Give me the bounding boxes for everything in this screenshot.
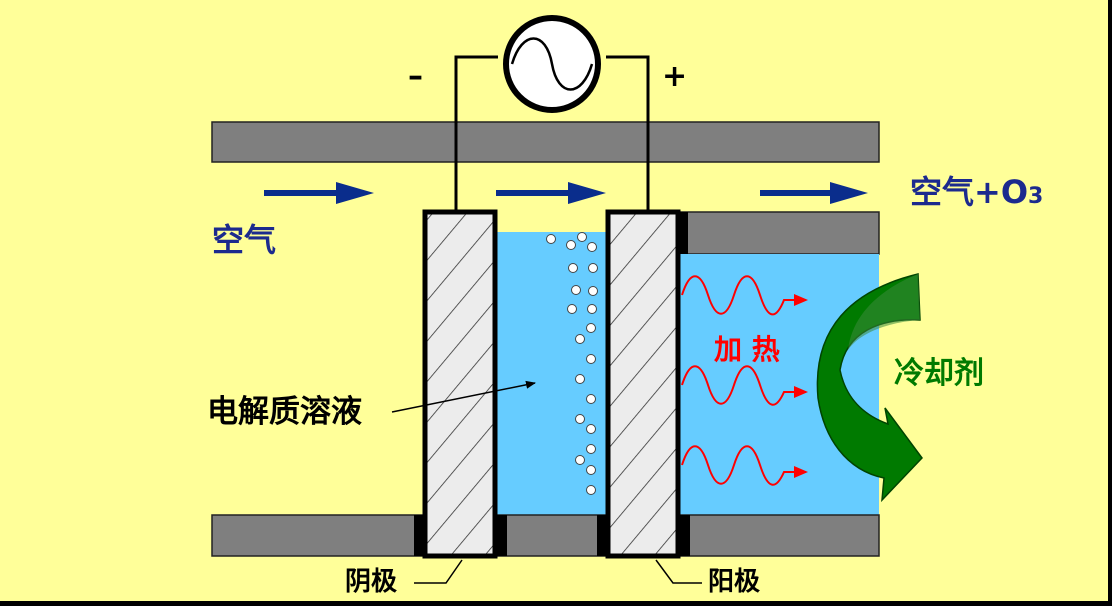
- cathode-leader-line: [414, 559, 463, 584]
- heat-wave-icon: [681, 365, 808, 406]
- air-arrow-icon: [264, 182, 374, 204]
- air-outlet-label: 空气+O3: [910, 176, 1043, 208]
- cathode-label: 阴极: [345, 567, 398, 597]
- coolant-flow-arrow-icon: [816, 273, 923, 503]
- minus-label: –: [408, 59, 423, 94]
- air-arrow-icon: [760, 182, 868, 204]
- seal: [678, 515, 690, 556]
- electrolyte-leader-line: [391, 380, 536, 413]
- coolant-solution: [680, 254, 879, 516]
- seal: [678, 212, 688, 254]
- anode-electrode: [605, 209, 681, 559]
- heat-label: 加 热: [714, 333, 780, 366]
- electrolyte-label: 电解质溶液: [207, 394, 362, 430]
- heat-wave-icon: [681, 445, 808, 486]
- oxygen-bubble-icon: [546, 232, 598, 495]
- cathode-electrode: [422, 209, 498, 559]
- air-outlet-text: 空气+O: [910, 173, 1029, 211]
- right-upper-wall: [679, 211, 880, 255]
- heat-wave-arrows: [681, 275, 808, 486]
- anode-label: 阳极: [708, 567, 761, 597]
- anode-leader-line: [655, 559, 702, 584]
- top-wall: [211, 121, 880, 163]
- anode-wire: [606, 55, 650, 212]
- ozone-subscript: 3: [1028, 184, 1044, 209]
- cathode-wire: [454, 55, 498, 212]
- plus-label: +: [662, 59, 688, 94]
- coolant-label: 冷却剂: [894, 356, 984, 391]
- bottom-wall: [211, 514, 880, 557]
- air-inlet-label: 空气: [212, 221, 277, 259]
- seal: [495, 515, 507, 556]
- air-flow-arrows: [264, 182, 868, 204]
- heat-wave-icon: [681, 275, 808, 316]
- air-arrow-icon: [496, 182, 606, 204]
- ac-source-icon: [503, 15, 601, 113]
